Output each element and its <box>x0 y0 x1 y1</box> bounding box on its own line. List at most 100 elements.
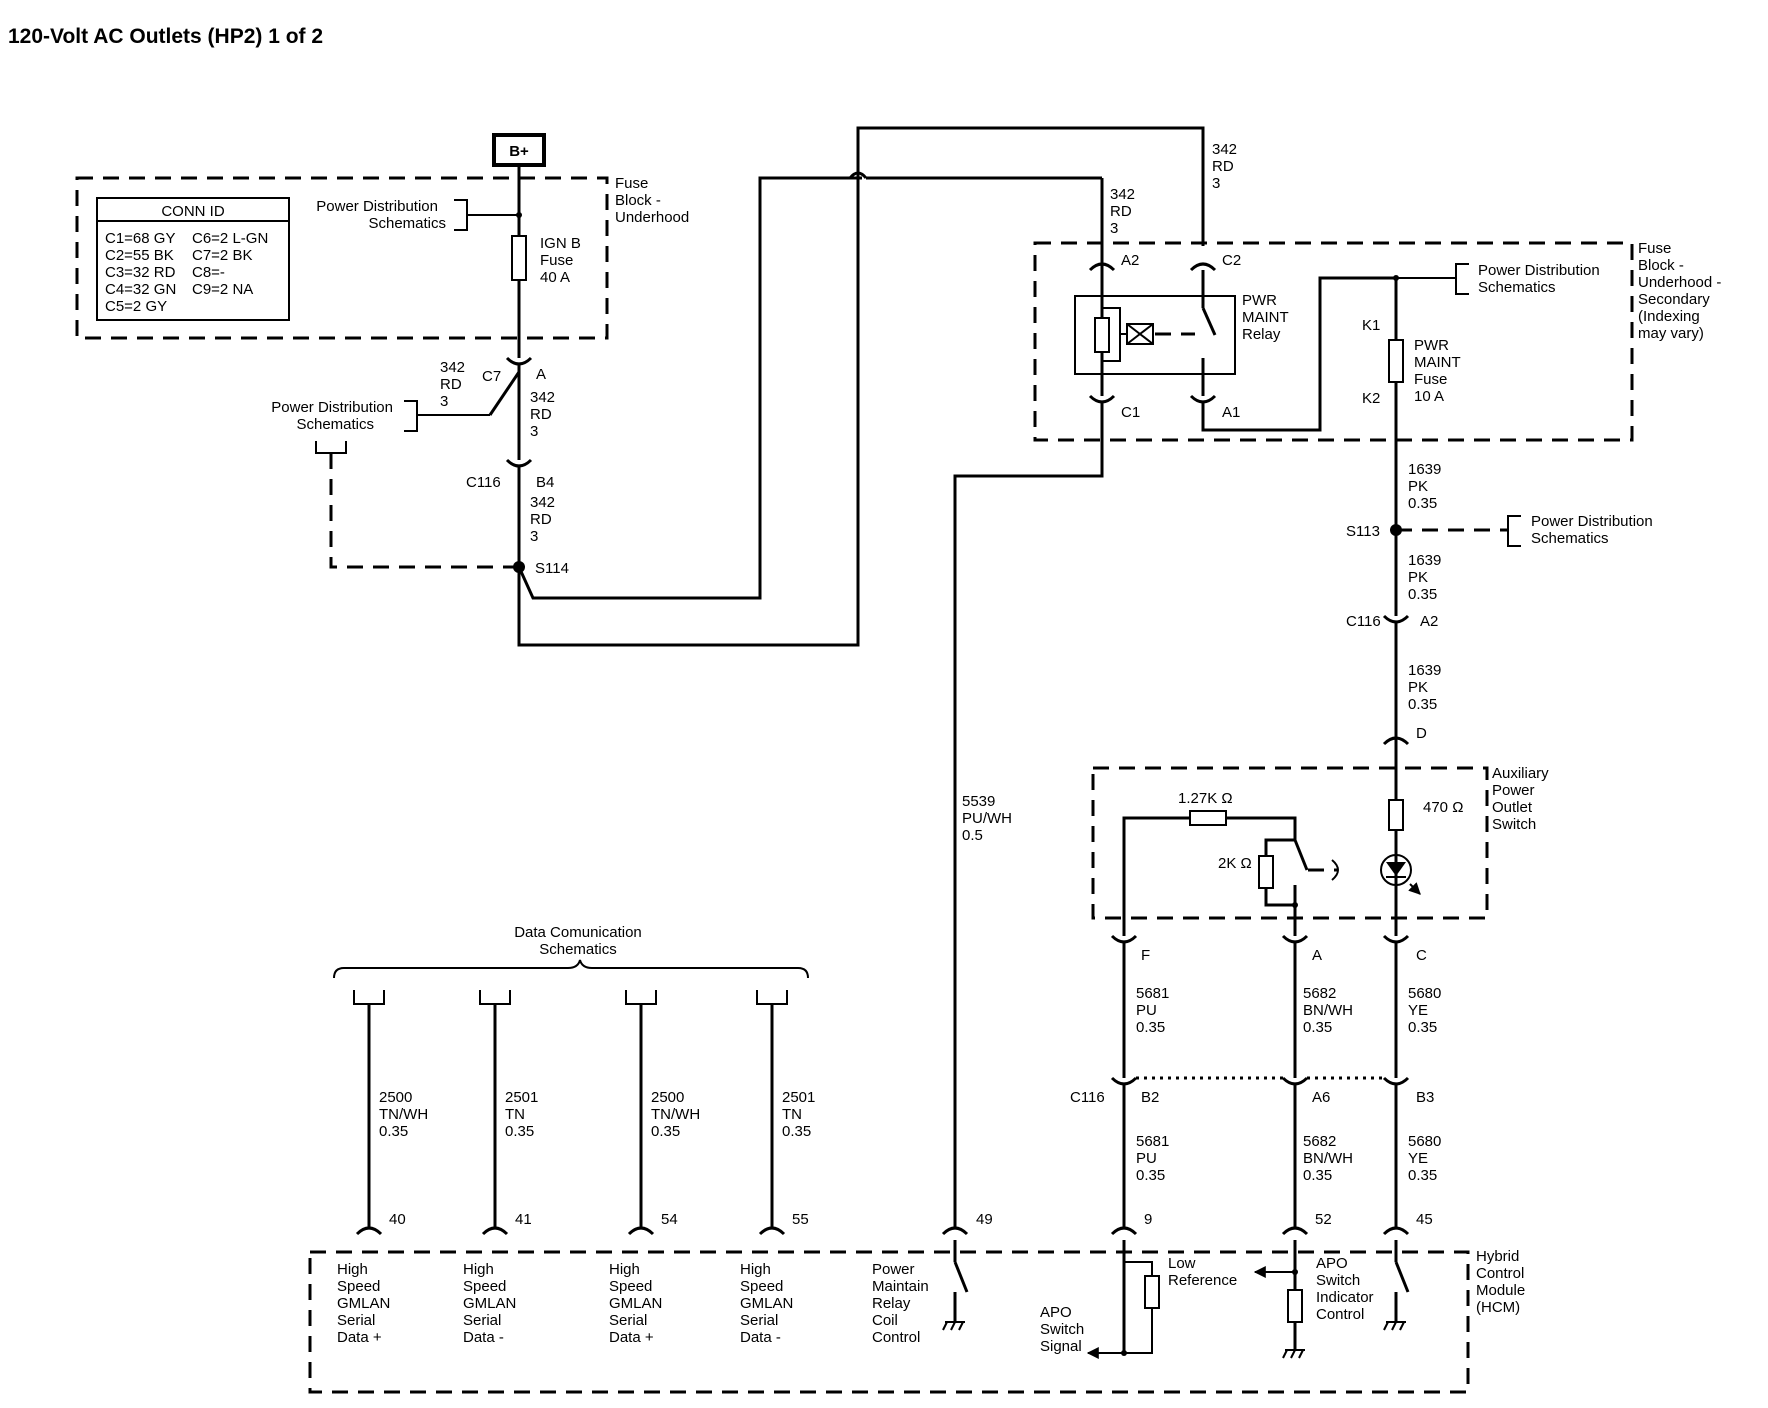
svg-text:Serial: Serial <box>740 1312 778 1329</box>
svg-text:Coil: Coil <box>872 1312 898 1329</box>
svg-text:Relay: Relay <box>1242 326 1281 343</box>
svg-text:A2: A2 <box>1420 613 1438 630</box>
svg-text:High: High <box>609 1261 640 1278</box>
svg-text:0.35: 0.35 <box>1136 1167 1165 1184</box>
svg-text:Serial: Serial <box>337 1312 375 1329</box>
svg-text:3: 3 <box>530 423 538 440</box>
pwr-maint-fuse: K1 K2 PWR MAINT Fuse 10 A <box>1362 275 1461 616</box>
svg-text:PWR: PWR <box>1414 337 1449 354</box>
svg-text:Switch: Switch <box>1492 816 1536 833</box>
svg-text:RD: RD <box>1212 158 1234 175</box>
svg-text:CONN ID: CONN ID <box>161 203 225 220</box>
svg-text:Schematics: Schematics <box>1531 530 1609 547</box>
svg-text:Indicator: Indicator <box>1316 1289 1374 1306</box>
svg-text:C2: C2 <box>1222 252 1241 269</box>
wire-5680-upper: 5680 YE 0.35 <box>1408 985 1441 1036</box>
pwr-maint-relay: A2 C2 C1 A1 PWR MAINT Relay <box>1074 252 1289 421</box>
svg-text:S113: S113 <box>1346 523 1380 540</box>
svg-text:C1: C1 <box>1121 404 1140 421</box>
svg-text:PU: PU <box>1136 1002 1157 1019</box>
svg-text:C7: C7 <box>482 368 501 385</box>
svg-text:A6: A6 <box>1312 1089 1330 1106</box>
hcm-pmr-driver <box>942 1240 969 1331</box>
svg-text:5681: 5681 <box>1136 985 1169 1002</box>
data-comm-ref: Data Comunication Schematics <box>333 924 809 1228</box>
svg-text:2501: 2501 <box>782 1089 815 1106</box>
svg-text:B+: B+ <box>509 143 529 160</box>
hcm-label-hs-plus-2: High Speed GMLAN Serial Data + <box>609 1261 662 1346</box>
svg-text:D: D <box>1416 725 1427 742</box>
svg-text:Fuse: Fuse <box>1638 240 1671 257</box>
svg-text:2501: 2501 <box>505 1089 538 1106</box>
svg-text:IGN B: IGN B <box>540 235 581 252</box>
svg-text:Auxiliary: Auxiliary <box>1492 765 1549 782</box>
svg-text:Data Comunication: Data Comunication <box>514 924 642 941</box>
svg-text:10 A: 10 A <box>1414 388 1444 405</box>
svg-text:Power Distribution: Power Distribution <box>316 198 438 215</box>
wire-1639: 1639 PK 0.35 S113 Power Distribution Sch… <box>1346 461 1653 746</box>
svg-text:C7=2 BK: C7=2 BK <box>192 247 252 264</box>
svg-text:Schematics: Schematics <box>296 416 374 433</box>
hcm-label-hs-minus-1: High Speed GMLAN Serial Data - <box>463 1261 516 1346</box>
hcm-apo-signal: APO Switch Signal Low Reference <box>1040 1240 1237 1359</box>
svg-text:0.35: 0.35 <box>379 1123 408 1140</box>
svg-text:52: 52 <box>1315 1211 1332 1228</box>
svg-text:(Indexing: (Indexing <box>1638 308 1700 325</box>
svg-text:54: 54 <box>661 1211 678 1228</box>
svg-text:TN: TN <box>505 1106 525 1123</box>
svg-text:PU/WH: PU/WH <box>962 810 1012 827</box>
svg-text:A2: A2 <box>1121 252 1139 269</box>
pds-ref-2: Power Distribution Schematics <box>271 399 519 569</box>
wire-2501-a: 2501 TN 0.35 <box>505 1089 538 1140</box>
svg-text:C116: C116 <box>1346 613 1381 630</box>
svg-text:RD: RD <box>530 511 552 528</box>
aux-power-outlet-switch: Auxiliary Power Outlet Switch 1.27K Ω 2K… <box>1091 744 1549 936</box>
svg-text:Speed: Speed <box>463 1278 506 1295</box>
svg-text:RD: RD <box>440 376 462 393</box>
svg-text:A: A <box>1312 947 1322 964</box>
svg-text:342: 342 <box>440 359 465 376</box>
wire-5680-lower: 5680 YE 0.35 <box>1408 1133 1441 1184</box>
svg-text:High: High <box>463 1261 494 1278</box>
svg-text:0.35: 0.35 <box>1408 1167 1437 1184</box>
svg-text:C2=55 BK: C2=55 BK <box>105 247 174 264</box>
svg-text:C4=32 GN: C4=32 GN <box>105 281 176 298</box>
svg-text:C6=2 L-GN: C6=2 L-GN <box>192 230 268 247</box>
svg-text:9: 9 <box>1144 1211 1152 1228</box>
svg-text:C9=2 NA: C9=2 NA <box>192 281 253 298</box>
svg-text:C3=32 RD: C3=32 RD <box>105 264 176 281</box>
wire-5682-lower: 5682 BN/WH 0.35 <box>1303 1133 1353 1184</box>
svg-text:Secondary: Secondary <box>1638 291 1710 308</box>
svg-text:PU: PU <box>1136 1150 1157 1167</box>
svg-text:(HCM): (HCM) <box>1476 1299 1520 1316</box>
svg-text:0.35: 0.35 <box>1408 1019 1437 1036</box>
hcm-module: Hybrid Control Module (HCM) <box>308 1248 1525 1394</box>
svg-text:Data +: Data + <box>337 1329 382 1346</box>
svg-text:B2: B2 <box>1141 1089 1159 1106</box>
svg-text:TN/WH: TN/WH <box>379 1106 428 1123</box>
svg-text:Power Distribution: Power Distribution <box>271 399 393 416</box>
svg-text:Speed: Speed <box>740 1278 783 1295</box>
hcm-label-hs-minus-2: High Speed GMLAN Serial Data - <box>740 1261 793 1346</box>
svg-text:APO: APO <box>1316 1255 1348 1272</box>
svg-text:Switch: Switch <box>1316 1272 1360 1289</box>
svg-text:PK: PK <box>1408 569 1428 586</box>
svg-text:3: 3 <box>1212 175 1220 192</box>
svg-text:1639: 1639 <box>1408 662 1441 679</box>
svg-text:0.35: 0.35 <box>1303 1019 1332 1036</box>
svg-text:5539: 5539 <box>962 793 995 810</box>
svg-text:Schematics: Schematics <box>539 941 617 958</box>
svg-text:TN/WH: TN/WH <box>651 1106 700 1123</box>
svg-text:0.35: 0.35 <box>1408 696 1437 713</box>
svg-text:Control: Control <box>1476 1265 1524 1282</box>
svg-text:5680: 5680 <box>1408 1133 1441 1150</box>
svg-text:PK: PK <box>1408 679 1428 696</box>
svg-text:2500: 2500 <box>651 1089 684 1106</box>
svg-text:0.35: 0.35 <box>1303 1167 1332 1184</box>
svg-text:TN: TN <box>782 1106 802 1123</box>
svg-text:APO: APO <box>1040 1304 1072 1321</box>
svg-text:1639: 1639 <box>1408 552 1441 569</box>
svg-text:Control: Control <box>872 1329 920 1346</box>
wire-2501-b: 2501 TN 0.35 <box>782 1089 815 1140</box>
